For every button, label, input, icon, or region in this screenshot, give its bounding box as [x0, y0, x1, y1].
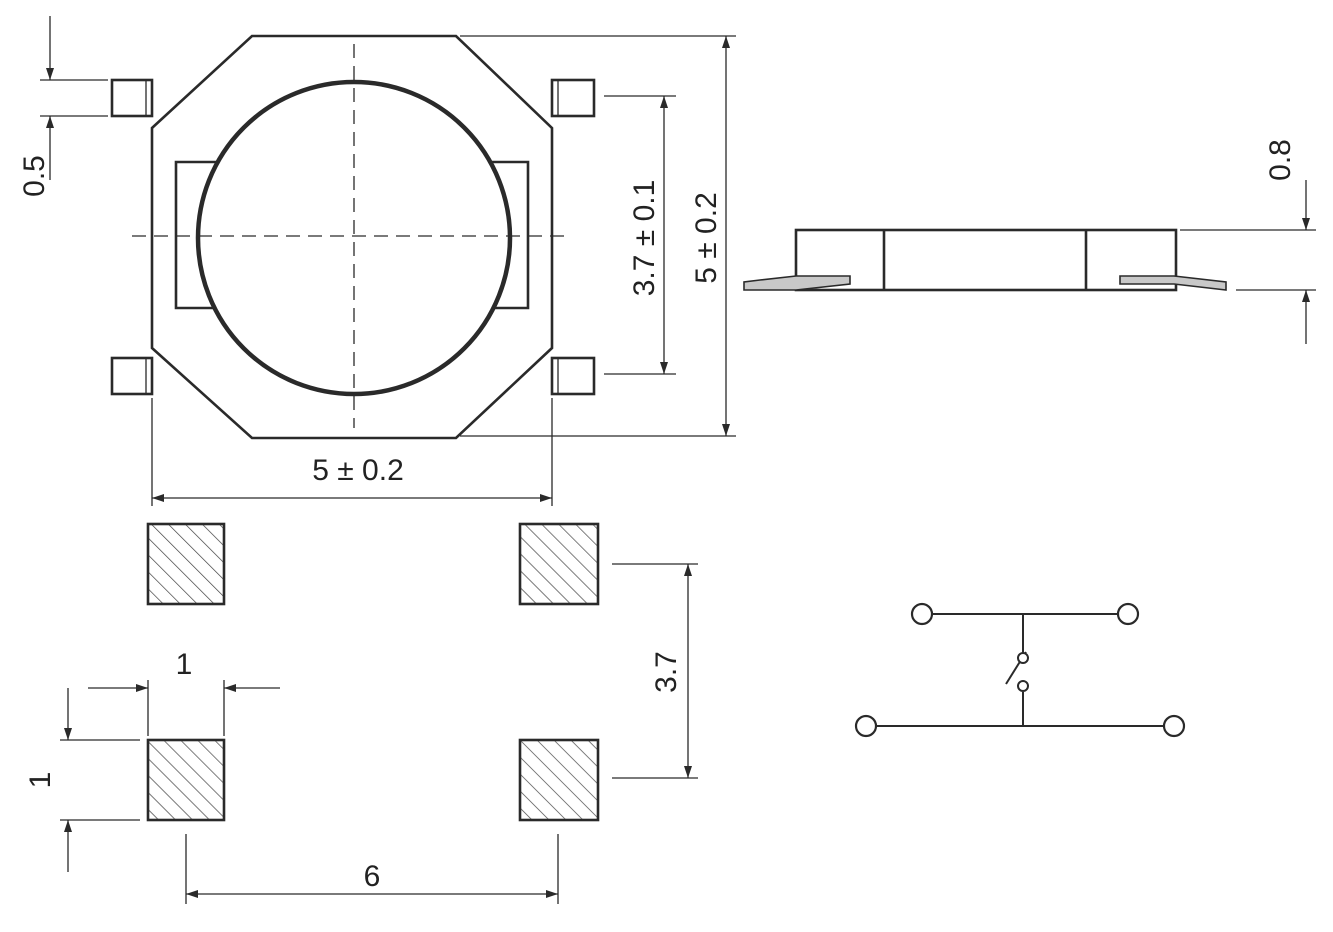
- top-view: 0.5 3.7 ± 0.1 5 ± 0.2 5 ± 0.2: [18, 16, 736, 506]
- side-view: 0.8: [743, 139, 1316, 344]
- pin-width-label: 0.5: [18, 155, 51, 197]
- body-width-label: 5 ± 0.2: [312, 454, 404, 487]
- body-width-dimension: 5 ± 0.2: [151, 398, 553, 506]
- top-view-pins: [110, 78, 596, 396]
- pad-height-label: 1: [24, 772, 57, 789]
- right-lead: [1119, 275, 1227, 291]
- switch-schematic: [854, 602, 1186, 738]
- terminal-4: [1162, 714, 1186, 738]
- terminal-1: [910, 602, 934, 626]
- pcb-footprint: 1 1 6 3.7: [24, 522, 698, 904]
- pad-width-label: 1: [176, 648, 193, 681]
- pitch-x-dimension: 6: [185, 834, 559, 904]
- actuator-frame: [174, 160, 530, 310]
- pitch-y-dimension: 3.7: [612, 563, 698, 779]
- pad-bottom-left: [146, 738, 226, 822]
- terminal-3: [854, 714, 878, 738]
- pitch-x-label: 6: [364, 860, 381, 893]
- body-height-dimension: 5 ± 0.2: [460, 35, 736, 437]
- pad-top-right: [518, 522, 600, 606]
- left-lead: [743, 275, 851, 291]
- inner-height-dimension: 3.7 ± 0.1: [604, 95, 676, 375]
- pad-bottom-right: [518, 738, 600, 822]
- pin-width-dimension: 0.5: [18, 16, 108, 197]
- thickness-dimension: 0.8: [1180, 139, 1316, 344]
- switch-body-outline: [150, 34, 554, 440]
- terminal-2: [1116, 602, 1140, 626]
- thickness-label: 0.8: [1264, 139, 1297, 181]
- pad-top-left: [146, 522, 226, 606]
- pad-width-dimension: 1: [88, 648, 280, 736]
- body-height-label: 5 ± 0.2: [690, 192, 723, 284]
- pad-height-dimension: 1: [24, 688, 140, 872]
- actuator-circle: [195, 79, 513, 397]
- pitch-y-label: 3.7: [650, 651, 683, 693]
- inner-height-label: 3.7 ± 0.1: [628, 180, 661, 297]
